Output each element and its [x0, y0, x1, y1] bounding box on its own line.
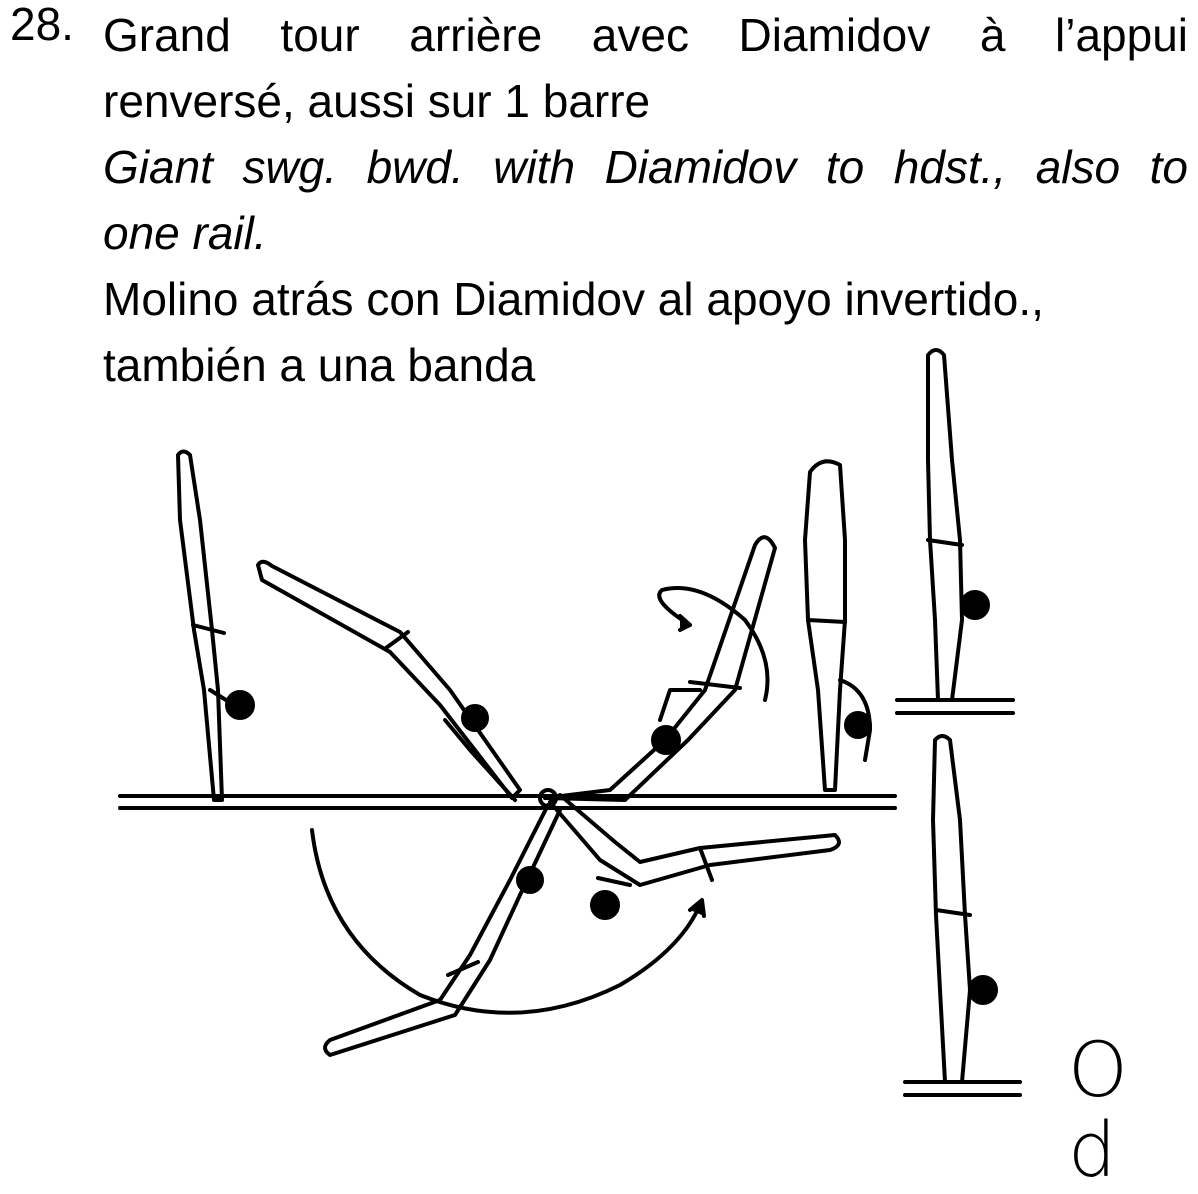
gymnast-swing-icon — [258, 562, 520, 800]
parallel-bars-icon — [897, 700, 1020, 1095]
gymnast-swing-icon — [325, 805, 560, 1055]
gymnast-handstand-icon — [933, 736, 996, 1082]
gymnast-handstand-icon — [928, 350, 988, 700]
gymnast-swing-icon — [550, 795, 839, 918]
parallel-bars-icon — [120, 796, 895, 808]
gymnast-handstand-icon — [805, 461, 870, 790]
gymnast-handstand-icon — [178, 452, 253, 801]
gymnastics-illustration — [0, 0, 1198, 1118]
gymnast-swing-icon — [545, 537, 775, 800]
difficulty-code: O d — [1068, 1030, 1198, 1190]
